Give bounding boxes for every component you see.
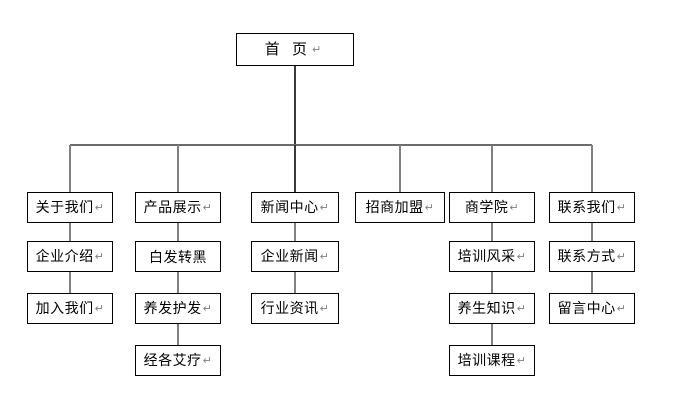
node-products-3-label: 养发护发 (143, 300, 202, 316)
node-products-4[interactable]: 经各艾疗↵ (135, 345, 221, 376)
connector-line-vertical (294, 272, 296, 293)
node-products-3[interactable]: 养发护发↵ (135, 293, 221, 324)
connector-line-vertical (177, 272, 179, 293)
connector-line-vertical (294, 145, 296, 192)
connector-line-vertical (177, 145, 179, 192)
node-business-school-4[interactable]: 培训课程↵ (449, 345, 535, 376)
node-news-center-3[interactable]: 行业资讯↵ (251, 293, 339, 324)
connector-line-vertical (177, 324, 179, 345)
node-about-us-2[interactable]: 企业介绍↵ (27, 241, 113, 272)
paragraph-mark-icon: ↵ (616, 251, 627, 263)
node-franchise-1-label: 招商加盟 (365, 199, 424, 215)
node-news-center-3-label: 行业资讯 (260, 300, 319, 316)
node-news-center-1-label: 新闻中心 (260, 199, 319, 215)
node-contact-us-3-label: 留言中心 (557, 300, 616, 316)
node-business-school-4-label: 培训课程 (457, 352, 516, 368)
node-products-4-label: 经各艾疗 (143, 352, 202, 368)
connector-line-vertical (491, 324, 493, 345)
node-business-school-2-label: 培训风采 (457, 248, 516, 264)
node-business-school-1[interactable]: 商学院↵ (449, 192, 535, 223)
node-home-root[interactable]: 首 页↵ (236, 33, 354, 66)
connector-line-vertical (294, 66, 296, 145)
node-about-us-2-label: 企业介绍 (35, 248, 94, 264)
node-contact-us-1[interactable]: 联系我们↵ (549, 192, 635, 223)
node-about-us-3[interactable]: 加入我们↵ (27, 293, 113, 324)
paragraph-mark-icon: ↵ (202, 202, 213, 214)
node-contact-us-2[interactable]: 联系方式↵ (549, 241, 635, 272)
paragraph-mark-icon: ↵ (424, 202, 435, 214)
connector-line-vertical (399, 145, 401, 192)
node-products-2-label: 白发转黑 (149, 248, 207, 265)
paragraph-mark-icon: ↵ (509, 202, 520, 214)
connector-line-vertical (69, 145, 71, 192)
paragraph-mark-icon: ↵ (94, 251, 105, 263)
paragraph-mark-icon: ↵ (202, 303, 213, 315)
connector-line-vertical (491, 272, 493, 293)
paragraph-mark-icon: ↵ (616, 303, 627, 315)
connector-line-vertical (177, 223, 179, 241)
node-business-school-3-label: 养生知识 (457, 300, 516, 316)
paragraph-mark-icon: ↵ (94, 303, 105, 315)
connector-line-vertical (591, 145, 593, 192)
connector-line-vertical (294, 223, 296, 241)
paragraph-mark-icon: ↵ (319, 202, 330, 214)
node-contact-us-2-label: 联系方式 (557, 248, 616, 264)
node-business-school-1-label: 商学院 (464, 199, 509, 215)
connector-line-vertical (69, 272, 71, 293)
connector-line-vertical (69, 223, 71, 241)
connector-line-vertical (491, 223, 493, 241)
node-franchise-1[interactable]: 招商加盟↵ (355, 192, 445, 223)
node-products-1[interactable]: 产品展示↵ (135, 192, 221, 223)
node-about-us-3-label: 加入我们 (35, 300, 94, 316)
connector-line-vertical (591, 223, 593, 241)
node-products-1-label: 产品展示 (143, 199, 202, 215)
connector-line-vertical (591, 272, 593, 293)
paragraph-mark-icon: ↵ (516, 251, 527, 263)
paragraph-mark-icon: ↵ (311, 44, 326, 56)
node-contact-us-3[interactable]: 留言中心↵ (549, 293, 635, 324)
connector-bus-horizontal (70, 144, 592, 146)
node-about-us-1-label: 关于我们 (35, 199, 94, 215)
node-home-root-label: 首 页 (264, 41, 311, 58)
node-products-2[interactable]: 白发转黑 (135, 241, 221, 272)
connector-line-vertical (491, 145, 493, 192)
node-news-center-1[interactable]: 新闻中心↵ (251, 192, 339, 223)
node-news-center-2[interactable]: 企业新闻↵ (251, 241, 339, 272)
paragraph-mark-icon: ↵ (202, 355, 213, 367)
node-business-school-2[interactable]: 培训风采↵ (449, 241, 535, 272)
node-business-school-3[interactable]: 养生知识↵ (449, 293, 535, 324)
paragraph-mark-icon: ↵ (319, 251, 330, 263)
node-news-center-2-label: 企业新闻 (260, 248, 319, 264)
paragraph-mark-icon: ↵ (94, 202, 105, 214)
paragraph-mark-icon: ↵ (516, 303, 527, 315)
node-about-us-1[interactable]: 关于我们↵ (27, 192, 113, 223)
node-contact-us-1-label: 联系我们 (557, 199, 616, 215)
paragraph-mark-icon: ↵ (616, 202, 627, 214)
paragraph-mark-icon: ↵ (319, 303, 330, 315)
paragraph-mark-icon: ↵ (516, 355, 527, 367)
